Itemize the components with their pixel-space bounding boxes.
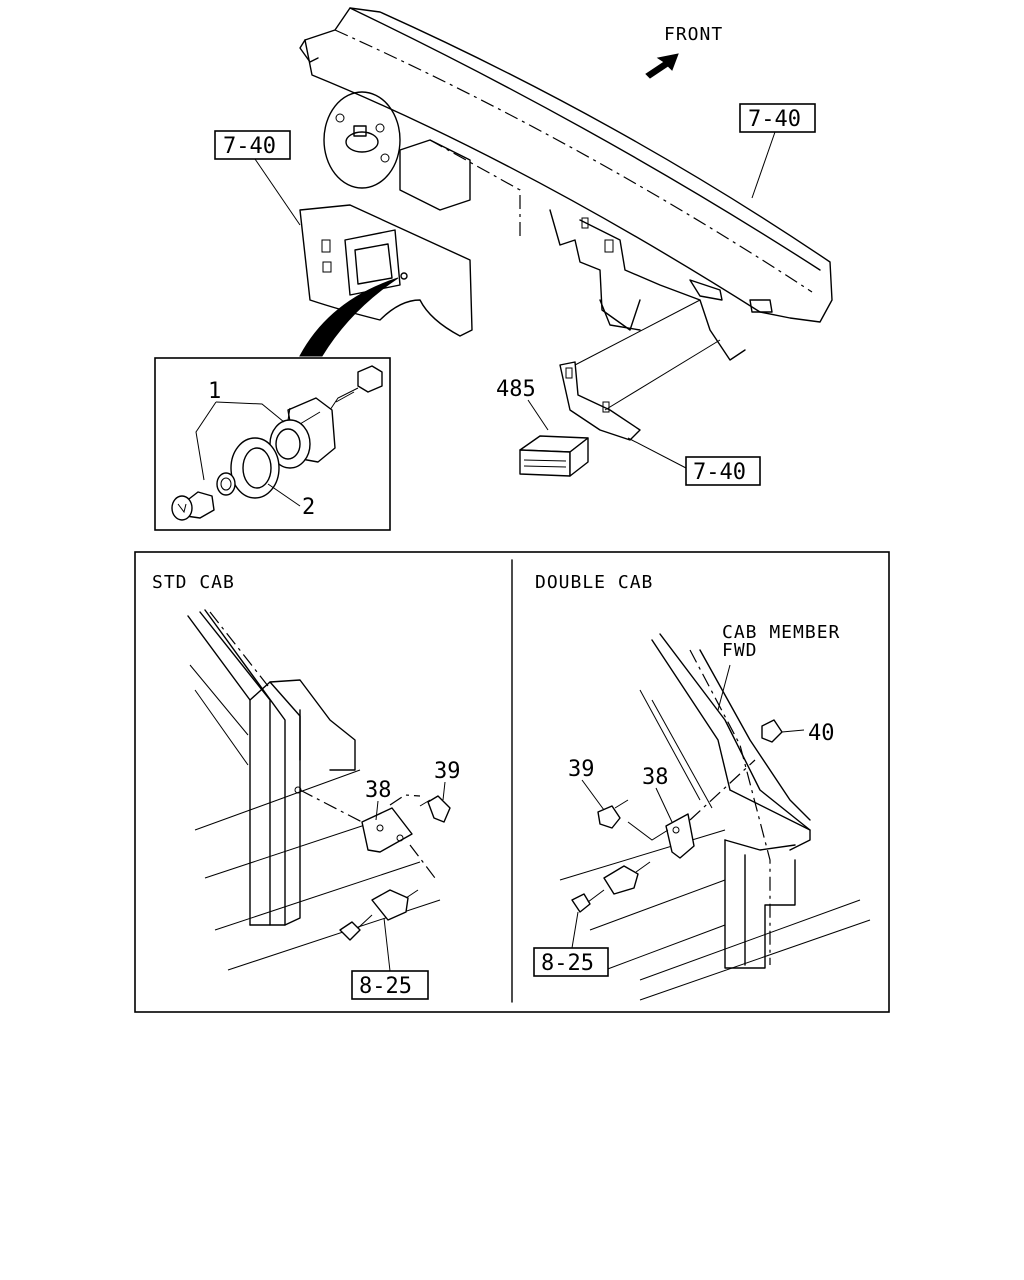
ref-7-40-c: 7-40 (693, 460, 746, 485)
relay-bracket (559, 299, 721, 441)
front-label: FRONT (664, 24, 723, 45)
double-cab-label: DOUBLE CAB (535, 572, 653, 593)
double-cab-bolt-39 (597, 799, 629, 829)
std-cab-bracket-38 (361, 807, 413, 853)
part-38-std: 38 (365, 778, 392, 803)
dashboard-assembly (299, 7, 833, 361)
double-cab-nut-40 (761, 719, 783, 743)
ref-7-40-b: 7-40 (748, 107, 801, 132)
detail-pointer-arrow (299, 277, 399, 357)
ref-8-25-dbl: 8-25 (541, 951, 594, 976)
part-485: 485 (496, 377, 536, 402)
std-cab-bolt-39 (419, 795, 451, 823)
ref-box-7-40-b (739, 103, 816, 133)
ref-7-40-a: 7-40 (223, 134, 276, 159)
std-cab-pillar (187, 609, 441, 971)
ref-box-7-40-a (214, 130, 291, 160)
relay-485 (519, 435, 589, 477)
part-40-dbl: 40 (808, 721, 835, 746)
part-1: 1 (208, 379, 221, 404)
part-38-dbl: 38 (642, 765, 669, 790)
std-cab-switch (339, 889, 419, 941)
part-39-dbl: 39 (568, 757, 595, 782)
std-cab-label: STD CAB (152, 572, 235, 593)
cab-member-label: CAB MEMBER (722, 622, 840, 643)
ref-box-7-40-c (685, 456, 761, 486)
dashboard-side-panel (299, 204, 473, 337)
double-cab-member (559, 633, 871, 1001)
double-cab-switch (571, 861, 651, 913)
double-cab-bracket-38 (665, 813, 695, 859)
cigarette-lighter-assembly (171, 365, 383, 521)
ref-8-25-std: 8-25 (359, 974, 412, 999)
ref-box-8-25-dbl (533, 947, 609, 977)
cab-member-fwd-label: FWD (722, 640, 758, 661)
front-direction-arrow (645, 53, 679, 79)
part-39-std: 39 (434, 759, 461, 784)
part-2: 2 (302, 495, 315, 520)
